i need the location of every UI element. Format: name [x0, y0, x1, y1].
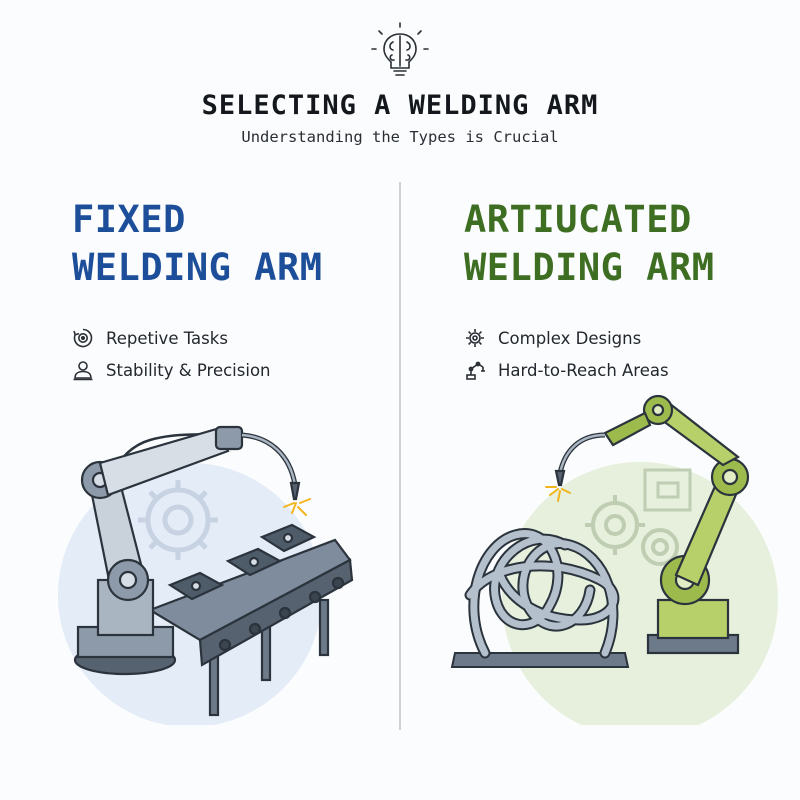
brain-lightbulb-icon — [371, 22, 429, 76]
weld-spark — [545, 486, 571, 502]
workpiece — [167, 523, 317, 601]
articulated-arm-title: ARTIUCATED WELDING ARM — [464, 196, 800, 292]
page-subtitle: Understanding the Types is Crucial — [241, 128, 559, 146]
articulated-arm-features: Complex Designs Hard-to-Reach Areas — [464, 322, 800, 386]
articulated-arm-title-line1: ARTIUCATED — [464, 198, 692, 241]
operator-icon — [73, 361, 93, 381]
fixed-arm-conveyor-illustration — [58, 425, 354, 725]
fixed-arm-title-line2: WELDING ARM — [72, 246, 323, 289]
fixed-robot-arm — [73, 425, 301, 676]
feature-item: Stability & Precision — [72, 354, 412, 386]
gear-backdrop — [138, 480, 218, 560]
reach-arm-icon — [466, 361, 485, 380]
column-divider — [399, 182, 401, 730]
backdrop-circle — [502, 462, 778, 725]
header: SELECTING A WELDING ARM Understanding th… — [0, 22, 800, 147]
articulated-robot-arm — [554, 395, 750, 655]
fixed-arm-panel: FIXED WELDING ARM Repetive Tasks Stabili… — [72, 196, 412, 386]
feature-label: Repetive Tasks — [106, 328, 228, 348]
conveyor — [147, 523, 354, 717]
feature-item: Complex Designs — [464, 322, 800, 354]
fixed-arm-title-line1: FIXED — [72, 198, 186, 241]
feature-item: Repetive Tasks — [72, 322, 412, 354]
feature-label: Hard-to-Reach Areas — [498, 360, 669, 380]
articulated-arm-panel: ARTIUCATED WELDING ARM Complex Designs H… — [464, 196, 800, 386]
complex-gear-icon — [466, 329, 484, 347]
page-title: SELECTING A WELDING ARM — [201, 90, 599, 121]
fixed-arm-features: Repetive Tasks Stability & Precision — [72, 322, 412, 386]
feature-label: Stability & Precision — [106, 360, 271, 380]
feature-label: Complex Designs — [498, 328, 642, 348]
weld-spark — [283, 498, 311, 516]
twisted-sculpture — [464, 528, 620, 659]
fixed-arm-title: FIXED WELDING ARM — [72, 196, 412, 292]
feature-item: Hard-to-Reach Areas — [464, 354, 800, 386]
repeat-target-icon — [73, 328, 93, 348]
articulated-arm-title-line2: WELDING ARM — [464, 246, 715, 289]
articulated-arm-sculpture-illustration — [450, 395, 778, 725]
gear-backdrop — [585, 468, 692, 566]
